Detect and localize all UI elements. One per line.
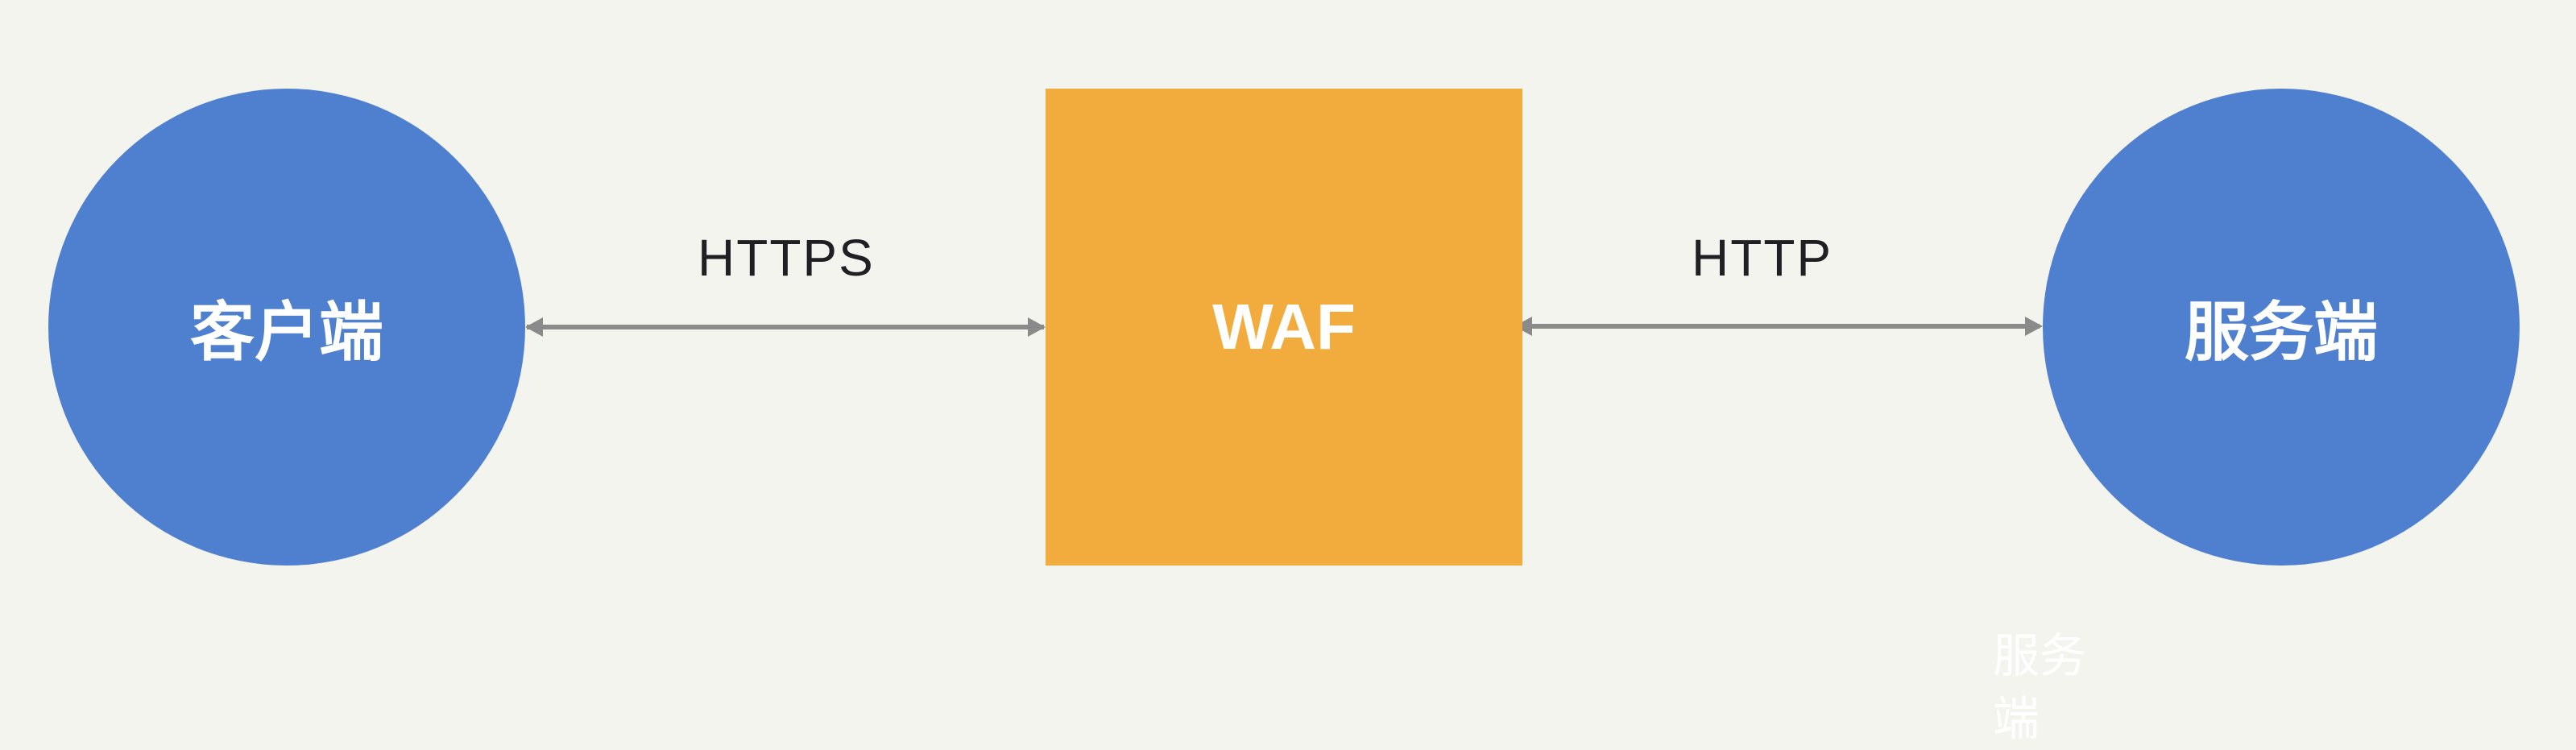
waf-node: WAF — [1046, 89, 1522, 566]
edge-client-waf — [525, 317, 1046, 337]
edge-label-http: HTTP — [1692, 229, 1833, 287]
server-node: 服务端 — [2043, 89, 2520, 566]
waf-node-label: WAF — [1212, 291, 1356, 363]
connector-layer — [525, 317, 2043, 337]
ghost-label: 服务端 — [1993, 628, 2087, 746]
arrowhead-left-icon — [525, 317, 543, 337]
arrowhead-right-icon — [1028, 317, 1046, 337]
server-node-label: 服务端 — [2185, 295, 2378, 370]
client-node-label: 客户端 — [190, 295, 383, 370]
edge-waf-server — [1514, 317, 2043, 336]
client-node: 客户端 — [48, 89, 525, 566]
arrowhead-right-icon — [2025, 317, 2043, 336]
arrowhead-left-icon — [1514, 317, 1532, 336]
diagram-canvas: 客户端 WAF 服务端 HTTPS HTTP 服务端 — [48, 89, 2520, 746]
edge-label-https: HTTPS — [698, 229, 875, 287]
